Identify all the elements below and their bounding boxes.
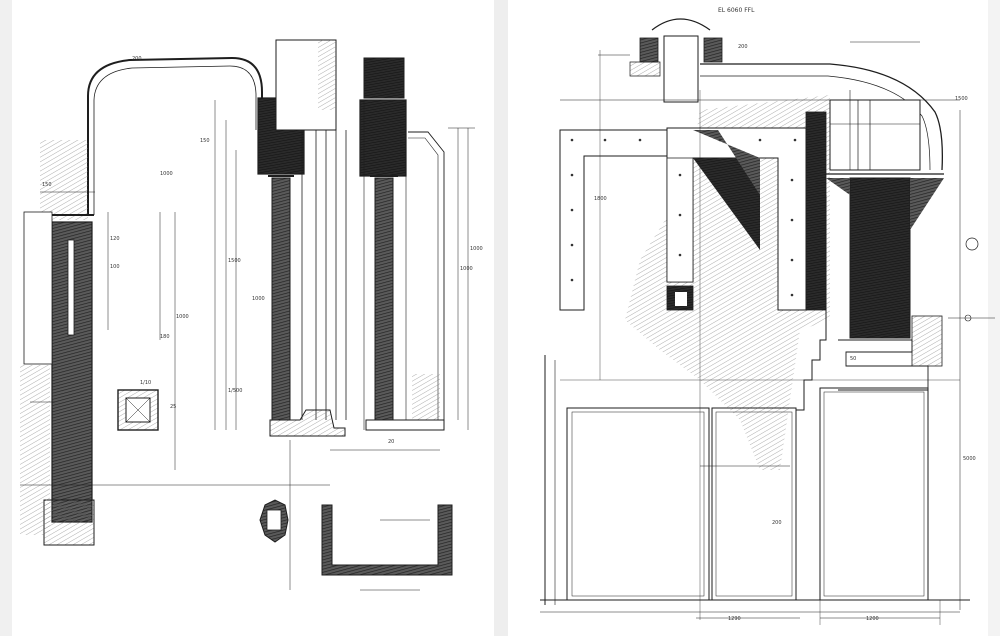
pier-base <box>43 499 95 546</box>
column-2-cap <box>363 57 405 99</box>
level-marker <box>965 237 979 251</box>
page-gutter <box>494 0 508 636</box>
dim-label: 1500 <box>955 96 968 102</box>
page-edge-left <box>0 0 12 636</box>
dim-label: 1/10 <box>140 380 151 386</box>
right-section-drawing <box>540 18 995 625</box>
dim-label: 200 <box>772 520 782 526</box>
skylight-shaft <box>663 35 699 103</box>
left-elevation-drawing <box>20 39 475 591</box>
curved-roof <box>700 63 943 171</box>
pier-shadow <box>20 365 50 535</box>
dim-label: 50 <box>850 356 856 362</box>
dim-label: 150 <box>200 138 210 144</box>
dim-label: 25 <box>170 404 176 410</box>
u-plan-detail <box>321 504 453 576</box>
dim-label: 200 <box>738 44 748 50</box>
column-2-head <box>359 99 407 177</box>
dim-label: 1000 <box>252 296 265 302</box>
dim-label: 180 <box>160 334 170 340</box>
left-dimension-labels: 200 1000 1000 120 100 150 180 150 1500 1… <box>42 56 483 445</box>
top-elevation-note: EL 6060 FFL <box>718 7 755 14</box>
dim-label: 5000 <box>963 456 976 462</box>
bolt-dots <box>570 138 797 297</box>
dim-label: 1500 <box>228 258 241 264</box>
arch-outline <box>87 56 263 215</box>
dim-label: 1000 <box>470 246 483 252</box>
dim-label: 150 <box>42 182 52 188</box>
dim-label: 1800 <box>594 196 607 202</box>
frame-base-shade <box>412 374 440 422</box>
skylight-dome <box>651 18 711 31</box>
dim-label: 200 <box>132 56 142 62</box>
roof-frame-box <box>829 99 921 171</box>
dim-label: 1/500 <box>228 388 242 394</box>
dim-label: 1000 <box>460 266 473 272</box>
dim-label: 100 <box>110 264 120 270</box>
beam-shadow-1 <box>666 157 694 283</box>
stepped-profile <box>795 195 827 600</box>
right-dimension-labels: EL 6060 FFL 200 1500 1800 1290 1200 50 2… <box>594 7 976 622</box>
pier-slot <box>67 239 75 336</box>
dark-volume <box>849 177 911 339</box>
sill-detail <box>269 409 346 437</box>
arch-shade <box>40 140 88 220</box>
dim-label: 1290 <box>728 616 741 622</box>
dim-label: 1200 <box>866 616 879 622</box>
column-2-shaft <box>374 177 394 421</box>
dim-label: 1000 <box>160 171 173 177</box>
column-1-shaft <box>271 177 291 421</box>
dim-label: 120 <box>110 236 120 242</box>
side-panel <box>23 211 53 365</box>
dark-wall-strip <box>805 111 827 311</box>
arch-inner <box>93 65 257 215</box>
beam-shadow-triangle <box>693 158 760 250</box>
dim-label: 1000 <box>176 314 189 320</box>
dim-label: 20 <box>388 439 394 445</box>
